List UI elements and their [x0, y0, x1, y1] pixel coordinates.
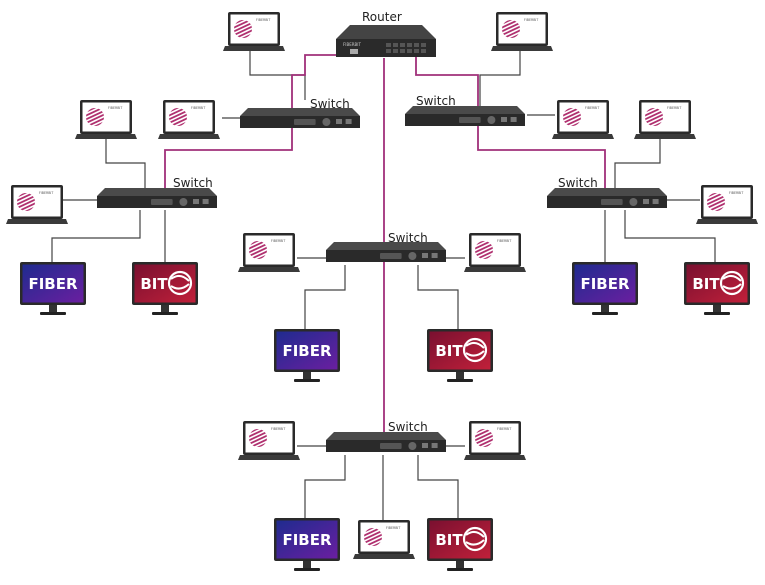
bit-swirl-icon: [462, 337, 488, 363]
router-label: Router: [362, 10, 402, 24]
laptop-logo-text: FIBERBIT: [667, 106, 681, 110]
laptop-logo-text: FIBERBIT: [108, 106, 122, 110]
fiberbit-logo-icon: [642, 106, 666, 128]
laptop: FIBERBIT: [464, 233, 526, 272]
fiber-monitor: FIBER: [20, 262, 86, 315]
bit-monitor-text: BIT: [435, 531, 463, 549]
bit-monitor: BIT: [427, 329, 493, 382]
laptop: FIBERBIT: [158, 100, 220, 139]
bit-monitor: BIT: [684, 262, 750, 315]
laptop-logo-text: FIBERBIT: [497, 427, 511, 431]
fiberbit-logo-icon: [704, 191, 728, 213]
laptop-logo-text: FIBERBIT: [729, 191, 743, 195]
link-line: [417, 455, 459, 520]
laptop-logo-text: FIBERBIT: [39, 191, 53, 195]
switch-label: Switch: [558, 176, 598, 190]
fiberbit-logo-icon: [499, 18, 523, 40]
link-line: [304, 265, 346, 330]
switch-label: Switch: [388, 231, 428, 245]
router-logo-text: FIBERBIT: [343, 42, 361, 47]
fiber-monitor-text: FIBER: [580, 275, 630, 293]
bit-swirl-icon: [719, 270, 745, 296]
switch-label: Switch: [310, 97, 350, 111]
switch-left: [97, 188, 217, 208]
fiber-monitor-text: FIBER: [28, 275, 78, 293]
switch-label: Switch: [173, 176, 213, 190]
fiber-monitor-text: FIBER: [282, 342, 332, 360]
laptop: FIBERBIT: [6, 185, 68, 224]
switch-upper-right: [405, 106, 525, 126]
bit-swirl-icon: [462, 526, 488, 552]
bit-swirl-icon: [167, 270, 193, 296]
laptop: FIBERBIT: [75, 100, 137, 139]
laptop: FIBERBIT: [552, 100, 614, 139]
fiber-monitor: FIBER: [572, 262, 638, 315]
laptop: FIBERBIT: [238, 421, 300, 460]
bit-monitor: BIT: [132, 262, 198, 315]
laptop-logo-text: FIBERBIT: [271, 427, 285, 431]
laptop-logo-text: FIBERBIT: [191, 106, 205, 110]
router: FIBERBIT: [336, 25, 436, 57]
switch-label: Switch: [416, 94, 456, 108]
laptop-logo-text: FIBERBIT: [271, 239, 285, 243]
fiberbit-logo-icon: [166, 106, 190, 128]
link-line: [304, 455, 346, 520]
laptop-logo-text: FIBERBIT: [585, 106, 599, 110]
laptop: FIBERBIT: [464, 421, 526, 460]
laptop-logo-text: FIBERBIT: [524, 18, 538, 22]
laptop: FIBERBIT: [238, 233, 300, 272]
fiberbit-logo-icon: [231, 18, 255, 40]
switch-upper-left: [240, 108, 360, 128]
fiber-monitor: FIBER: [274, 329, 340, 382]
laptop-logo-text: FIBERBIT: [497, 239, 511, 243]
laptop: FIBERBIT: [696, 185, 758, 224]
laptop: FIBERBIT: [634, 100, 696, 139]
fiberbit-logo-icon: [472, 239, 496, 261]
link-line: [249, 40, 306, 100]
link-line: [479, 50, 521, 110]
link-line: [417, 265, 459, 330]
laptop-logo-text: FIBERBIT: [256, 18, 270, 22]
link-line: [624, 210, 716, 265]
fiberbit-logo-icon: [83, 106, 107, 128]
switch-center: [326, 242, 446, 262]
laptop: FIBERBIT: [223, 12, 285, 51]
link-line: [105, 137, 146, 190]
bit-monitor: BIT: [427, 518, 493, 571]
fiber-monitor: FIBER: [274, 518, 340, 571]
link-line: [51, 210, 141, 265]
fiberbit-logo-icon: [246, 427, 270, 449]
bit-monitor-text: BIT: [140, 275, 168, 293]
bit-monitor-text: BIT: [435, 342, 463, 360]
switch-label: Switch: [388, 420, 428, 434]
fiberbit-logo-icon: [472, 427, 496, 449]
uplink-line: [164, 54, 352, 190]
switch-bottom: [326, 432, 446, 452]
link-line: [614, 138, 661, 190]
fiberbit-logo-icon: [246, 239, 270, 261]
fiberbit-logo-icon: [14, 191, 38, 213]
laptop: FIBERBIT: [491, 12, 553, 51]
laptop: FIBERBIT: [353, 520, 415, 559]
bit-monitor-text: BIT: [692, 275, 720, 293]
switch-right: [547, 188, 667, 208]
laptop-logo-text: FIBERBIT: [386, 526, 400, 530]
fiberbit-logo-icon: [560, 106, 584, 128]
fiber-monitor-text: FIBER: [282, 531, 332, 549]
fiberbit-logo-icon: [361, 526, 385, 548]
